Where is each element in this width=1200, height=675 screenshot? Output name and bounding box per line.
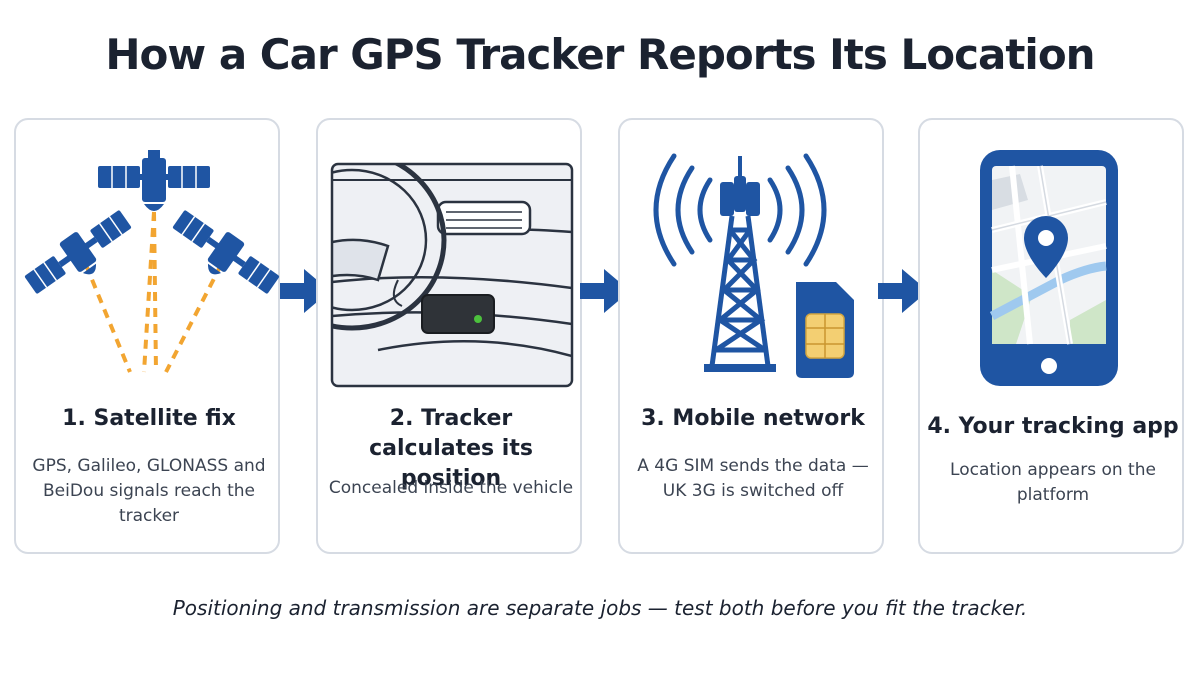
step-title: 4. Your tracking app (927, 414, 1179, 439)
step-description: A 4G SIM sends the data — UK 3G is switc… (637, 456, 869, 501)
phone-map-icon (980, 150, 1118, 386)
step-title: 2. Tracker calculates its position (369, 406, 533, 491)
footer-note: Positioning and transmission are separat… (172, 596, 1028, 620)
arrow-right-icon (580, 269, 630, 313)
step-card-tracking-app: 4. Your tracking app Location appears on… (918, 118, 1184, 554)
arrow-right-icon (878, 269, 928, 313)
step-card-mobile-network: 3. Mobile network A 4G SIM sends the dat… (618, 118, 884, 554)
step-title: 1. Satellite fix (62, 406, 236, 431)
step-card-tracker-position: 2. Tracker calculates its position Conce… (316, 118, 582, 554)
car-dashboard-tracker-icon (330, 162, 574, 388)
satellites-icon (24, 150, 280, 373)
step-card-satellite-fix: 1. Satellite fix GPS, Galileo, GLONASS a… (14, 118, 280, 554)
arrow-right-icon (280, 269, 330, 313)
step-description: Concealed inside the vehicle (328, 478, 574, 498)
step-description: Location appears on the platform (950, 460, 1156, 505)
step-title: 3. Mobile network (641, 406, 865, 431)
step-description: GPS, Galileo, GLONASS and BeiDou signals… (32, 456, 266, 526)
cell-tower-sim-icon (653, 153, 854, 378)
page-title: How a Car GPS Tracker Reports Its Locati… (105, 30, 1095, 79)
